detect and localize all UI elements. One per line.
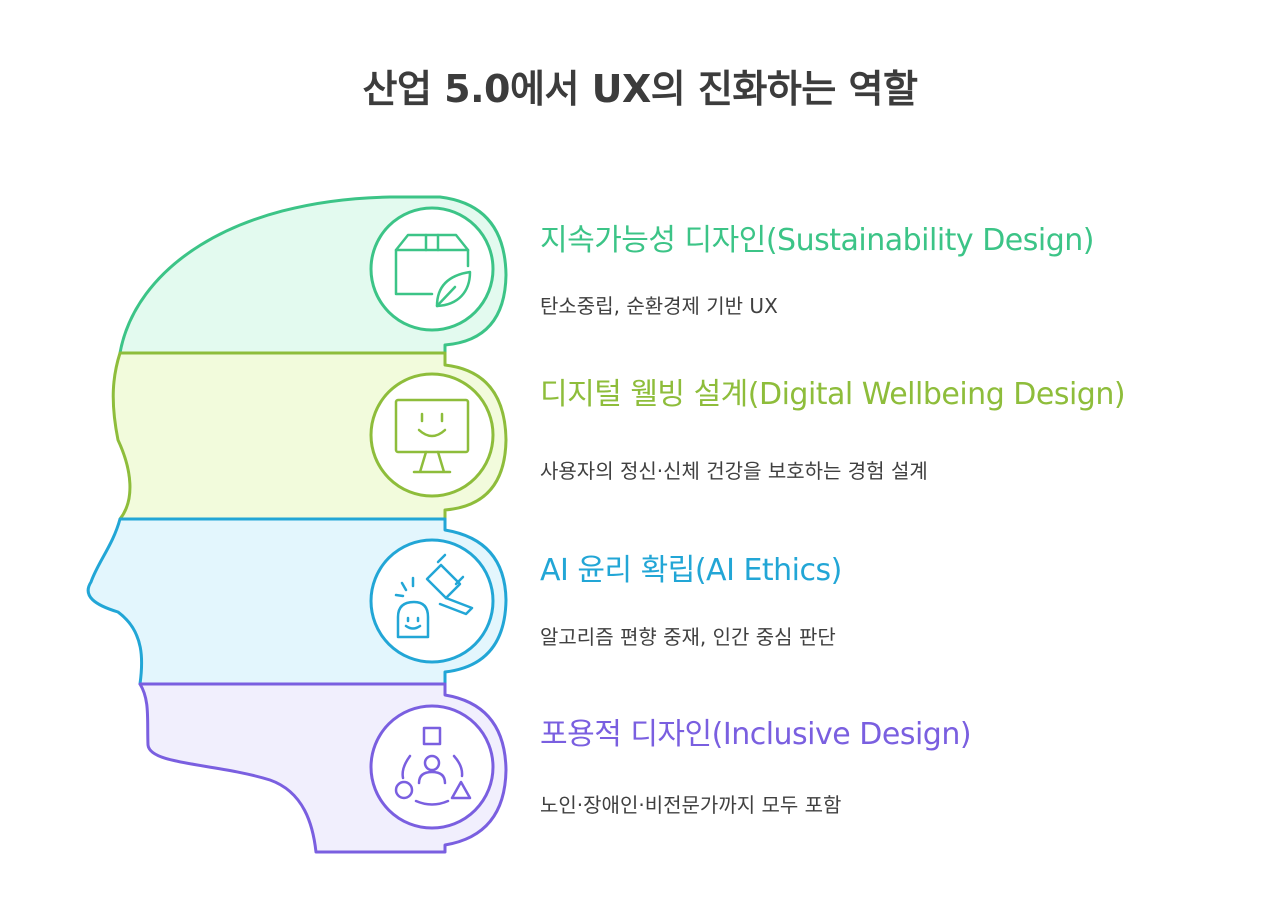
item-title-wellbeing: 디지털 웰빙 설계(Digital Wellbeing Design) [540,377,1126,412]
item-title-inclusive: 포용적 디자인(Inclusive Design) [540,717,972,752]
gavel-robot-icon [394,553,474,639]
item-inclusive: 포용적 디자인(Inclusive Design) 노인·장애인·비전문가까지 … [540,717,972,817]
smiling-monitor-icon [394,398,470,474]
inclusive-shapes-person-icon [394,726,472,806]
icon-circle-sustainability [369,206,495,332]
item-desc-wellbeing: 사용자의 정신·신체 건강을 보호하는 경험 설계 [540,459,928,483]
item-title-ai-ethics: AI 윤리 확립(AI Ethics) [540,553,842,588]
item-desc-ai-ethics: 알고리즘 편향 중재, 인간 중심 판단 [540,625,836,649]
item-desc-sustainability: 탄소중립, 순환경제 기반 UX [540,294,778,318]
page-title: 산업 5.0에서 UX의 진화하는 역할 [362,67,918,111]
icon-circle-inclusive [369,704,495,830]
item-wellbeing: 디지털 웰빙 설계(Digital Wellbeing Design) 사용자의… [540,377,1126,483]
item-desc-inclusive: 노인·장애인·비전문가까지 모두 포함 [540,793,842,817]
package-leaf-icon [394,233,472,308]
item-ai-ethics: AI 윤리 확립(AI Ethics) 알고리즘 편향 중재, 인간 중심 판단 [540,553,842,649]
item-title-sustainability: 지속가능성 디자인(Sustainability Design) [540,223,1095,258]
item-sustainability: 지속가능성 디자인(Sustainability Design) 탄소중립, 순… [540,223,1095,318]
icon-circle-ai-ethics [369,538,495,664]
